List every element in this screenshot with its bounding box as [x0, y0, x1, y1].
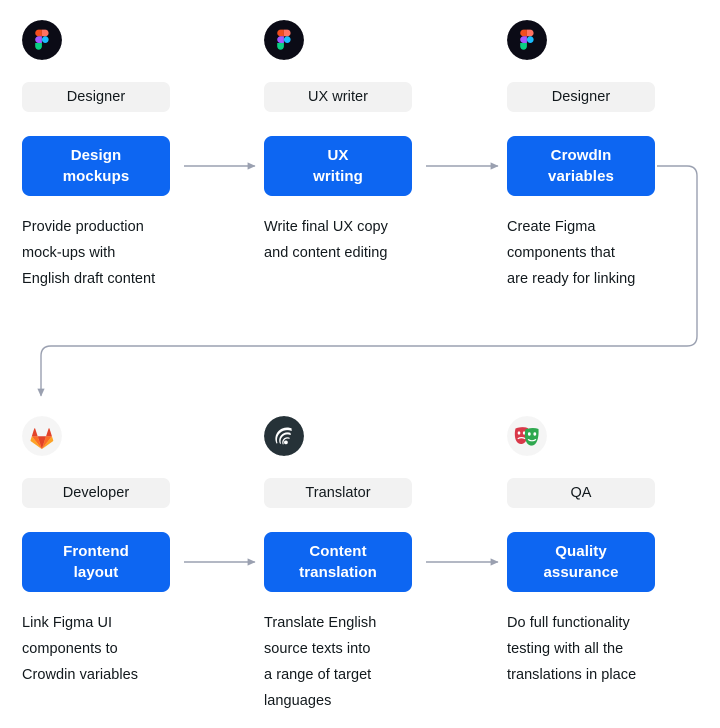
role-chip-translator: Translator [264, 478, 412, 508]
description-line: components to [22, 641, 118, 657]
workflow-step-crowdin-variables[interactable]: Designer CrowdIn variables Create Figma … [507, 0, 655, 292]
figma-icon [22, 20, 62, 60]
description-line: Translate English [264, 615, 377, 631]
role-chip-designer: Designer [22, 82, 170, 112]
stage-label-line-1: Quality [555, 543, 607, 560]
workflow-step-ux-writing[interactable]: UX writer UX writing Write final UX copy… [264, 0, 412, 266]
stage-label-line-2: writing [313, 168, 363, 185]
description-line: a range of target [264, 667, 372, 683]
workflow-step-frontend-layout[interactable]: Developer Frontend layout Link Figma UI … [22, 396, 170, 688]
role-chip-ux-writer: UX writer [264, 82, 412, 112]
stage-box-design-mockups[interactable]: Design mockups [22, 136, 170, 196]
description-line: components that [507, 245, 615, 261]
stage-label-line-1: CrowdIn [550, 147, 612, 164]
stage-label-line-2: translation [299, 564, 377, 581]
step-description: Create Figma components that are ready f… [507, 214, 677, 292]
step-description: Translate English source texts into a ra… [264, 610, 429, 714]
stage-label-line-2: mockups [62, 168, 130, 185]
stage-box-content-translation[interactable]: Content translation [264, 532, 412, 592]
workflow-step-quality-assurance[interactable]: QA Quality assurance Do full functionali… [507, 396, 655, 688]
role-label: Designer [551, 88, 611, 105]
step-description: Write final UX copy and content editing [264, 214, 429, 266]
description-line: are ready for linking [507, 271, 636, 287]
figma-icon [264, 20, 304, 60]
stage-label-line-2: layout [73, 564, 119, 581]
description-line: Do full functionality [507, 615, 630, 631]
figma-icon [507, 20, 547, 60]
description-line: English draft content [22, 271, 156, 287]
description-line: Crowdin variables [22, 667, 139, 683]
description-line: mock-ups with [22, 245, 116, 261]
description-line: Provide production [22, 219, 144, 235]
stage-label-line-1: Content [309, 543, 367, 560]
workflow-step-design-mockups[interactable]: Designer Design mockups Provide producti… [22, 0, 170, 292]
gitlab-icon [22, 416, 62, 456]
role-label: UX writer [307, 88, 369, 105]
role-label: Designer [66, 88, 126, 105]
stage-box-quality-assurance[interactable]: Quality assurance [507, 532, 655, 592]
stage-label-line-2: variables [548, 168, 614, 185]
description-line: source texts into [264, 641, 371, 657]
role-label: Developer [62, 484, 130, 501]
stage-label-line-1: UX [327, 147, 349, 164]
step-description: Link Figma UI components to Crowdin vari… [22, 610, 182, 688]
stage-box-frontend-layout[interactable]: Frontend layout [22, 532, 170, 592]
description-line: Create Figma [507, 219, 596, 235]
description-line: testing with all the [507, 641, 624, 657]
description-line: languages [264, 693, 332, 709]
stage-label-line-1: Frontend [63, 543, 129, 560]
theater-masks-icon [507, 416, 547, 456]
description-line: Link Figma UI [22, 615, 113, 631]
step-description: Provide production mock-ups with English… [22, 214, 182, 292]
stage-box-crowdin-variables[interactable]: CrowdIn variables [507, 136, 655, 196]
stage-label-line-1: Design [70, 147, 122, 164]
workflow-step-content-translation[interactable]: Translator Content translation Translate… [264, 396, 412, 714]
role-chip-designer: Designer [507, 82, 655, 112]
description-line: Write final UX copy [264, 219, 388, 235]
crowdin-icon [264, 416, 304, 456]
description-line: and content editing [264, 245, 388, 261]
role-label: Translator [305, 484, 371, 501]
stage-label-line-2: assurance [543, 564, 619, 581]
role-chip-developer: Developer [22, 478, 170, 508]
step-description: Do full functionality testing with all t… [507, 610, 677, 688]
role-label: QA [570, 484, 592, 501]
role-chip-qa: QA [507, 478, 655, 508]
stage-box-ux-writing[interactable]: UX writing [264, 136, 412, 196]
description-line: translations in place [507, 667, 637, 683]
